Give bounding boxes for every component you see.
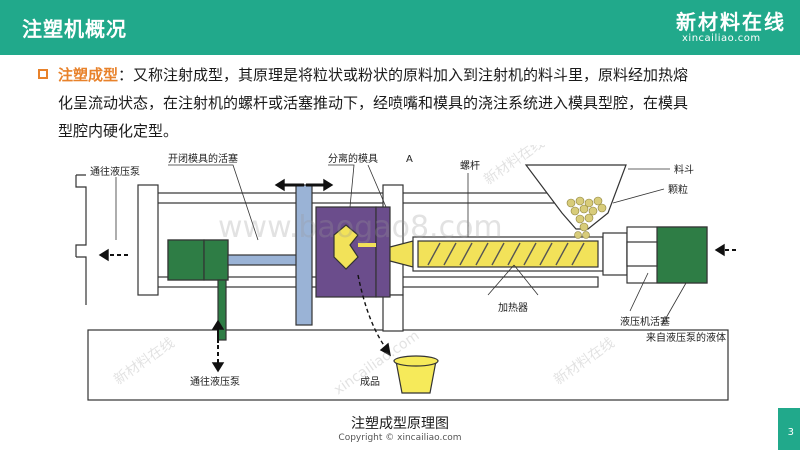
page-number-tab	[778, 408, 800, 450]
label-hopper: 料斗	[674, 163, 694, 176]
flow-arrows	[98, 178, 736, 373]
label-screw: 螺杆	[460, 160, 480, 172]
right-hydraulic-cylinder	[626, 226, 708, 284]
left-hydraulic-cylinder	[167, 239, 299, 341]
label-heater: 加热器	[498, 301, 528, 314]
logo-url: xincailiao.com	[682, 33, 761, 44]
label-point-a: A	[406, 154, 413, 165]
intro-line-3: 型腔内硬化定型。	[58, 122, 179, 140]
injection-molding-diagram: 通往液压泵 开闭模具的活塞 分离的模具 A 料斗 颗粒 螺杆 加热器 液压机活塞…	[75, 145, 736, 401]
mold	[315, 206, 391, 298]
hopper	[524, 164, 627, 239]
intro-term: 注塑成型	[58, 66, 119, 84]
watermark-cn-3: 新材料在线	[551, 335, 618, 388]
product-cup	[393, 355, 439, 394]
bullet-square-icon	[38, 69, 48, 79]
label-to-pump-left: 通往液压泵	[90, 165, 140, 178]
label-fluid-from-pump: 来自液压泵的液体	[646, 331, 726, 344]
label-product: 成品	[360, 376, 380, 388]
copyright-text: Copyright © xincailiao.com	[338, 433, 462, 443]
watermark-cn-2: 新材料在线	[111, 335, 178, 388]
intro-line-2: 化呈流动状态，在注射机的螺杆或活塞推动下，经喷嘴和模具的浇注系统进入模具型腔，在…	[58, 94, 689, 112]
figure-caption: 注塑成型原理图	[351, 416, 449, 432]
label-to-pump-bottom: 通往液压泵	[190, 375, 240, 388]
leader-lines	[115, 164, 687, 326]
header-bar: 注塑机概况 新材料在线 xincailiao.com	[0, 0, 800, 55]
watermark-baogao: www.baogao8.com	[218, 210, 503, 245]
moving-platen	[295, 184, 313, 326]
intro-line-1: 注塑成型：又称注射成型，其原理是将粒状或粉状的原料加入到注射机的料斗里，原料经加…	[58, 62, 688, 88]
machine-base	[75, 174, 729, 401]
page-number: 3	[787, 427, 794, 438]
label-hydraulic-piston: 液压机活塞	[620, 315, 670, 328]
label-separated-mold: 分离的模具	[328, 152, 378, 165]
injection-barrel	[389, 232, 628, 276]
page-title: 注塑机概况	[22, 17, 127, 41]
label-granules: 颗粒	[668, 183, 688, 196]
intro-line-1-text: ：又称注射成型，其原理是将粒状或粉状的原料加入到注射机的料斗里，原料经加热熔	[118, 66, 689, 84]
logo-text: 新材料在线	[676, 10, 786, 34]
label-moving-piston: 开闭模具的活塞	[168, 152, 238, 165]
